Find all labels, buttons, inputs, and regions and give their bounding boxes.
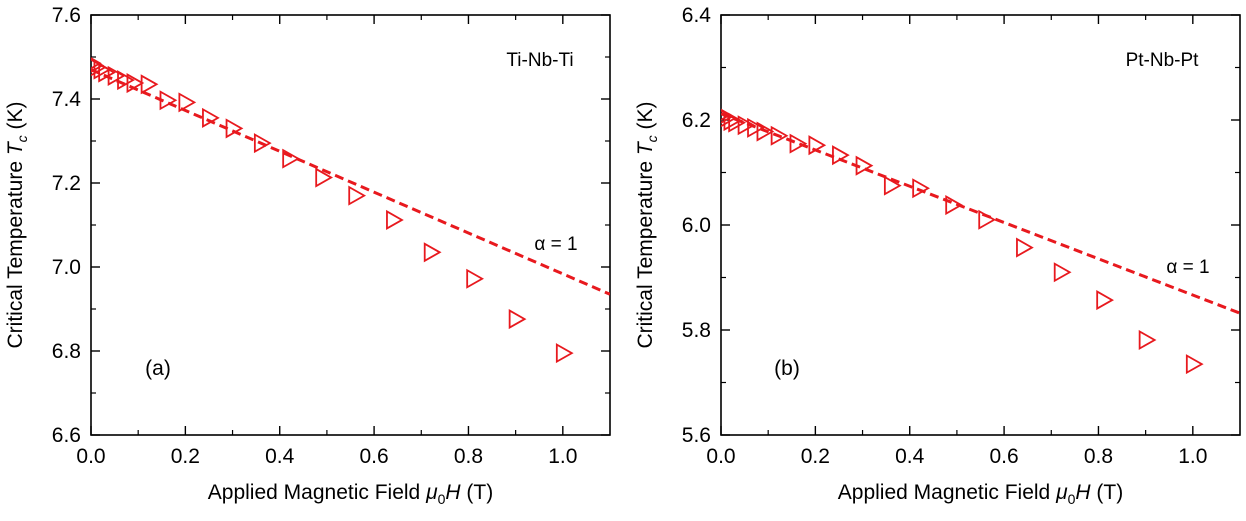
fit-line-alpha-1 — [91, 68, 610, 296]
x-axis-label-subscript: 0 — [438, 491, 446, 507]
data-point — [126, 72, 145, 94]
y-axis-label-symbol: T — [4, 140, 27, 155]
data-point — [808, 135, 827, 156]
data-point — [728, 112, 746, 133]
panel-label: (b) — [774, 357, 800, 380]
y-axis-label-suffix: (K) — [4, 101, 27, 135]
y-axis-label-subscript: c — [14, 135, 30, 142]
x-tick-label: 0.4 — [265, 445, 295, 468]
data-point — [225, 118, 244, 139]
sample-label: Ti-Nb-Ti — [506, 50, 573, 71]
data-point — [832, 145, 850, 166]
y-axis-label-prefix: Critical Temperature — [4, 155, 27, 348]
data-point — [1016, 237, 1034, 258]
data-point — [737, 115, 756, 136]
x-tick-label: 0.0 — [76, 445, 105, 468]
x-axis-label-suffix: (T) — [461, 481, 494, 504]
x-axis-label-symbol2: H — [1075, 481, 1091, 504]
data-point — [107, 65, 126, 86]
chart-panel-b: 0.0 0.2 0.4 0.6 0.8 1.0 5.6 5.8 6.0 6.2 6.4Applied… — [634, 4, 1241, 507]
x-tick-label: 0.2 — [171, 445, 200, 468]
data-point — [789, 133, 808, 154]
data-point — [1138, 329, 1157, 351]
y-axis-label-suffix: (K) — [634, 101, 657, 135]
x-axis-label-suffix: (T) — [1091, 481, 1124, 504]
data-point — [423, 242, 442, 263]
y-axis-label-prefix: Critical Temperature — [634, 155, 657, 348]
data-point — [159, 90, 178, 111]
x-tick-label: 1.0 — [548, 445, 577, 468]
data-point — [855, 155, 874, 176]
y-tick-label: 7.4 — [52, 88, 82, 111]
y-tick-label: 5.8 — [682, 319, 711, 342]
x-tick-label: 0.0 — [706, 445, 735, 468]
y-tick-label: 6.0 — [682, 214, 711, 237]
fit-line-label: α = 1 — [1166, 257, 1209, 278]
data-point — [912, 178, 930, 199]
x-tick-label: 0.8 — [1084, 445, 1113, 468]
chart-panel-a: 0.0 0.2 0.4 0.6 0.8 1.0 6.6 6.8 7.0 7.2 7.4 7.6Appl… — [4, 4, 611, 507]
y-tick-label: 7.0 — [52, 256, 81, 279]
data-point — [466, 268, 484, 289]
data-point — [140, 74, 159, 95]
data-point — [386, 209, 404, 231]
fit-line-alpha-1 — [721, 112, 1240, 315]
data-point — [348, 185, 367, 206]
x-axis-label-prefix: Applied Magnetic Field — [838, 481, 1056, 504]
data-point — [178, 92, 197, 113]
x-axis-label-prefix: Applied Magnetic Field — [208, 481, 426, 504]
data-point — [282, 148, 300, 169]
data-point — [756, 121, 775, 142]
x-axis-label: Applied Magnetic Field μ0H (T) — [208, 481, 493, 507]
data-point — [315, 167, 334, 188]
y-axis-label: Critical Temperature Tc (K) — [634, 101, 660, 348]
data-point — [945, 195, 964, 216]
data-point — [98, 62, 116, 83]
data-point — [723, 111, 742, 132]
y-tick-label: 7.6 — [52, 4, 81, 27]
y-axis-label-subscript: c — [644, 135, 660, 142]
data-point — [1185, 354, 1204, 375]
data-point — [508, 309, 527, 330]
data-point — [555, 343, 574, 364]
data-point — [747, 117, 765, 138]
y-tick-label: 6.8 — [52, 340, 81, 363]
x-tick-label: 0.8 — [454, 445, 483, 468]
data-point — [1096, 290, 1114, 311]
y-axis-label-symbol: T — [634, 140, 657, 155]
y-tick-label: 6.2 — [682, 109, 711, 132]
x-axis-label-symbol: μ — [1055, 481, 1068, 504]
fit-line-label: α = 1 — [534, 234, 577, 255]
panel-label: (a) — [145, 357, 171, 380]
x-tick-label: 0.2 — [801, 445, 830, 468]
data-point — [770, 125, 789, 146]
x-axis-label-symbol: μ — [425, 481, 438, 504]
x-axis-label-symbol2: H — [445, 481, 461, 504]
data-point — [202, 107, 220, 128]
x-axis-label: Applied Magnetic Field μ0H (T) — [838, 481, 1123, 507]
data-point — [117, 70, 135, 91]
y-axis-label: Critical Temperature Tc (K) — [4, 101, 30, 348]
x-tick-label: 1.0 — [1178, 445, 1207, 468]
data-point — [883, 175, 902, 196]
y-tick-label: 5.6 — [682, 424, 711, 447]
x-tick-label: 0.6 — [359, 445, 388, 468]
data-point — [1053, 262, 1072, 283]
x-axis-label-subscript: 0 — [1068, 491, 1076, 507]
x-tick-label: 0.4 — [895, 445, 925, 468]
sample-label: Pt-Nb-Pt — [1126, 50, 1200, 71]
y-tick-label: 6.6 — [52, 424, 81, 447]
data-point — [978, 209, 997, 230]
x-tick-label: 0.6 — [989, 445, 1018, 468]
y-tick-label: 7.2 — [52, 172, 81, 195]
y-tick-label: 6.4 — [682, 4, 712, 27]
data-point — [253, 133, 272, 154]
